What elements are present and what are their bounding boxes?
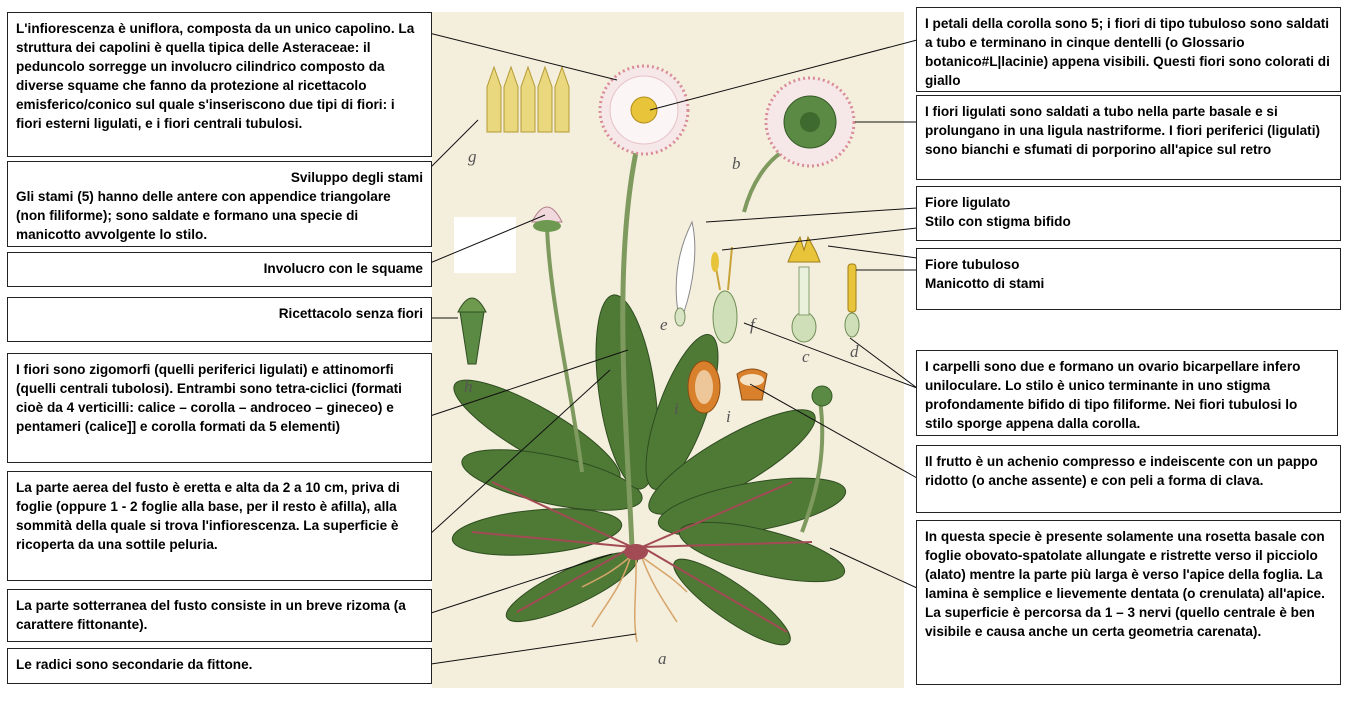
plate-blank-area xyxy=(454,217,516,273)
annotation-text: I fiori sono zigomorfi (quelli periferic… xyxy=(16,362,402,434)
label-d: d xyxy=(850,342,859,361)
annotation-fusto-aereo: La parte aerea del fusto è eretta e alta… xyxy=(7,471,432,581)
annotation-fiore-tubuloso: Fiore tubuloso Manicotto di stami xyxy=(916,248,1341,310)
annotation-ricettacolo: Ricettacolo senza fiori xyxy=(7,297,432,342)
annotation-radici: Le radici sono secondarie da fittone. xyxy=(7,648,432,684)
label-c: c xyxy=(802,347,810,366)
stamens-g xyxy=(486,65,570,133)
leaf-right-4 xyxy=(673,558,791,646)
annotation-text: Involucro con le squame xyxy=(263,261,423,276)
label-h: h xyxy=(464,377,473,396)
annotation-text: Ricettacolo senza fiori xyxy=(278,306,423,321)
annotation-stami-title: Sviluppo degli stami xyxy=(290,170,423,185)
label-a: a xyxy=(658,649,667,668)
annotation-petali: I petali della corolla sono 5; i fiori d… xyxy=(916,7,1341,92)
flower-head-main xyxy=(598,64,690,156)
annotation-text: L'infiorescenza è uniflora, composta da … xyxy=(16,21,415,131)
floret-f xyxy=(711,246,738,344)
annotation-carpelli: I carpelli sono due e formano un ovario … xyxy=(916,350,1338,436)
annotation-text: In questa specie è presente solamente un… xyxy=(925,529,1325,639)
botanical-plate: a b c d e f g h i i xyxy=(432,12,904,688)
label-e: e xyxy=(660,315,668,334)
label-g: g xyxy=(468,147,477,166)
label-b: b xyxy=(732,154,741,173)
annotation-fiore-tubuloso-2: Manicotto di stami xyxy=(925,276,1045,291)
annotation-ligulati: I fiori ligulati sono saldati a tubo nel… xyxy=(916,95,1341,180)
annotation-stami-text: Gli stami (5) hanno delle antere con app… xyxy=(16,189,391,242)
label-i-right: i xyxy=(726,407,731,426)
annotation-text: I carpelli sono due e formano un ovario … xyxy=(925,359,1301,431)
annotation-fiori-simmetria: I fiori sono zigomorfi (quelli periferic… xyxy=(7,353,432,463)
annotation-involucro: Involucro con le squame xyxy=(7,252,432,287)
ligulate-floret-e xyxy=(674,220,696,327)
annotation-infiorescenza: L'infiorescenza è uniflora, composta da … xyxy=(7,12,432,157)
annotation-text: La parte sotterranea del fusto consiste … xyxy=(16,598,406,632)
annotation-text: I petali della corolla sono 5; i fiori d… xyxy=(925,16,1330,88)
annotation-fiore-tubuloso-1: Fiore tubuloso xyxy=(925,257,1020,272)
annotation-rosetta: In questa specie è presente solamente un… xyxy=(916,520,1341,685)
annotation-fiore-ligulato: Fiore ligulato Stilo con stigma bifido xyxy=(916,186,1341,241)
annotation-fusto-sotterraneo: La parte sotterranea del fusto consiste … xyxy=(7,589,432,642)
annotation-text: I fiori ligulati sono saldati a tubo nel… xyxy=(925,104,1321,157)
annotation-fiore-ligulato-2: Stilo con stigma bifido xyxy=(925,214,1071,229)
annotation-frutto: Il frutto è un achenio compresso e indei… xyxy=(916,445,1341,513)
annotation-fiore-ligulato-1: Fiore ligulato xyxy=(925,195,1011,210)
annotation-text: La parte aerea del fusto è eretta e alta… xyxy=(16,480,400,552)
annotation-stami: Sviluppo degli stami Gli stami (5) hanno… xyxy=(7,161,432,247)
label-i-left: i xyxy=(674,399,679,418)
root-crown xyxy=(624,544,648,560)
annotation-text: Le radici sono secondarie da fittone. xyxy=(16,657,253,672)
annotation-text: Il frutto è un achenio compresso e indei… xyxy=(925,454,1318,488)
